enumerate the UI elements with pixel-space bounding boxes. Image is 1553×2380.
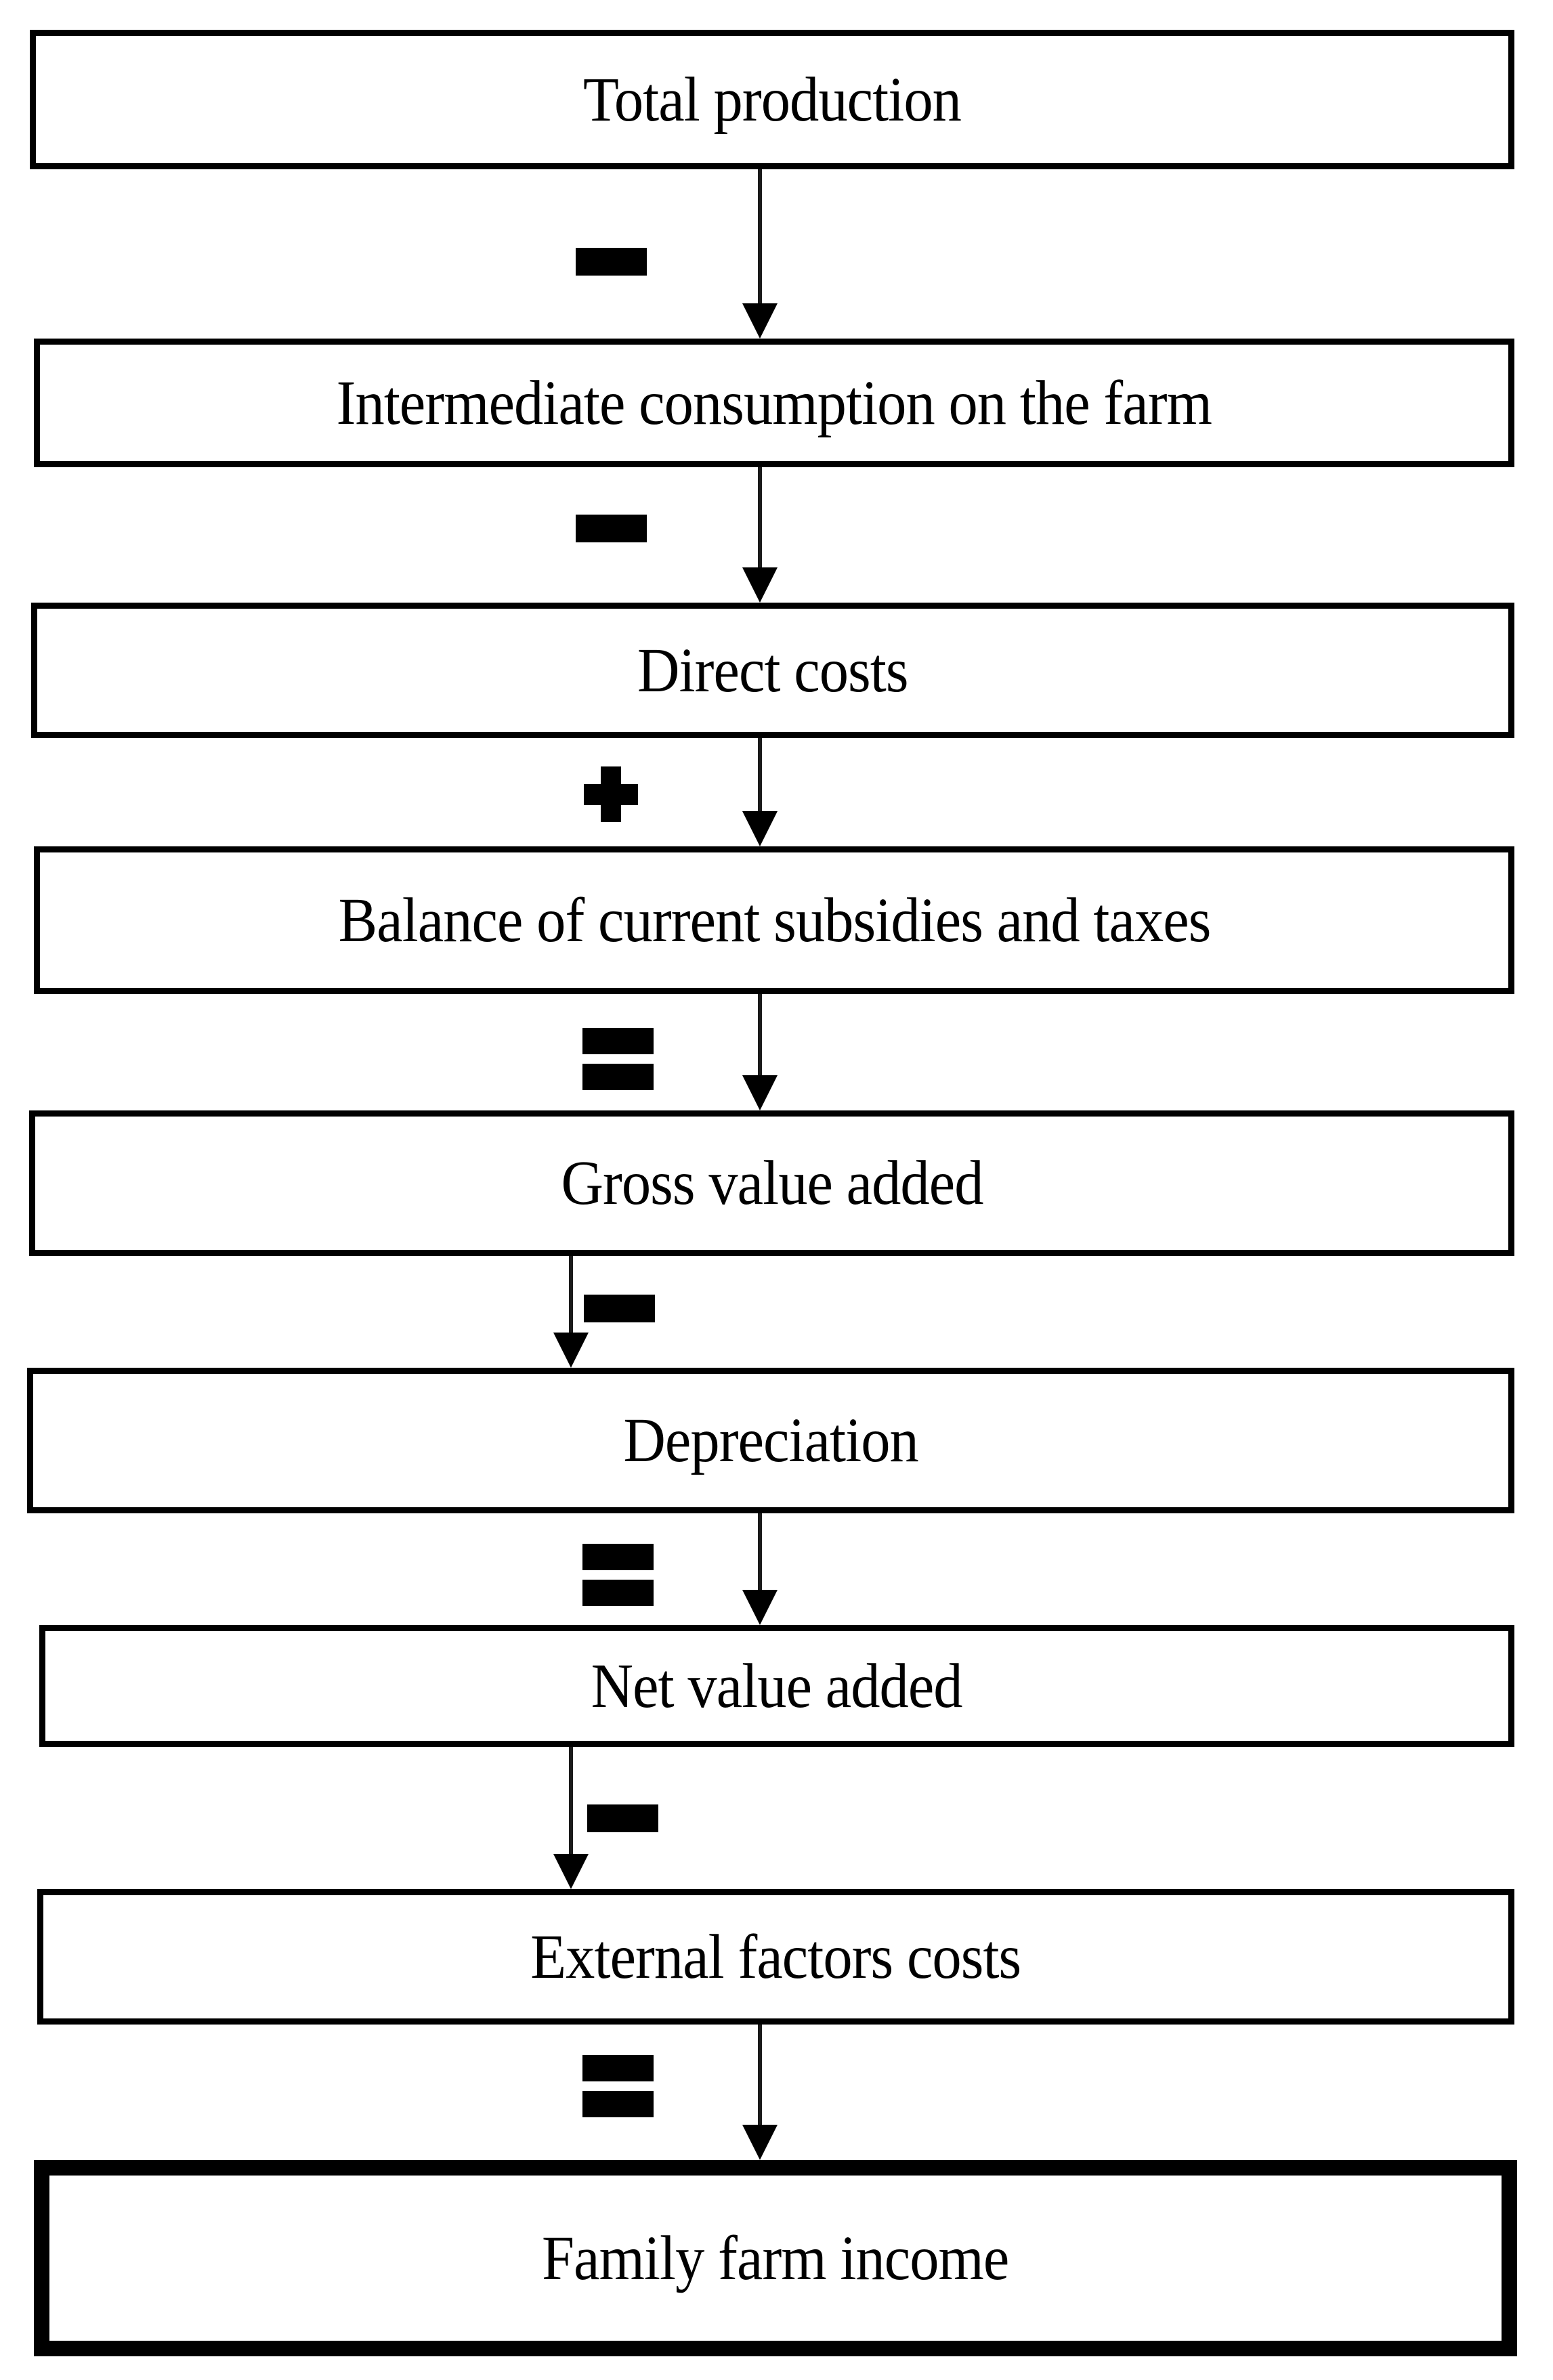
arrow-stem-icon	[758, 2025, 762, 2126]
plus-operator-icon	[584, 766, 638, 822]
flow-node-intermediate-consumption: Intermediate consumption on the farm	[34, 339, 1514, 467]
minus-operator-icon	[587, 1804, 658, 1832]
arrow-stem-icon	[569, 1256, 573, 1334]
flow-node-gross-value-added: Gross value added	[29, 1110, 1514, 1256]
arrow-head-icon	[553, 1854, 589, 1889]
flow-node-balance-subsidies-taxes: Balance of current subsidies and taxes	[34, 846, 1514, 994]
flow-node-label: Net value added	[591, 1651, 963, 1721]
flow-node-label: External factors costs	[530, 1922, 1021, 1992]
arrow-head-icon	[742, 1075, 778, 1110]
flow-node-label: Total production	[583, 64, 962, 135]
flow-node-label: Direct costs	[637, 635, 908, 706]
arrow-head-icon	[742, 2125, 778, 2160]
flow-node-label: Intermediate consumption on the farm	[336, 368, 1212, 438]
arrow-head-icon	[742, 1590, 778, 1625]
arrow-stem-icon	[758, 994, 762, 1077]
flow-node-direct-costs: Direct costs	[31, 603, 1514, 738]
arrow-stem-icon	[758, 169, 762, 305]
flow-node-total-production: Total production	[30, 30, 1514, 169]
flow-node-net-value-added: Net value added	[39, 1625, 1514, 1747]
arrow-stem-icon	[758, 738, 762, 813]
equals-operator-icon	[582, 2055, 654, 2117]
flow-node-depreciation: Depreciation	[27, 1368, 1514, 1513]
minus-operator-icon	[584, 1295, 655, 1322]
arrow-head-icon	[742, 811, 778, 846]
arrow-stem-icon	[758, 467, 762, 569]
flow-node-label: Family farm income	[542, 2223, 1009, 2293]
arrow-head-icon	[742, 567, 778, 603]
arrow-stem-icon	[758, 1513, 762, 1591]
minus-operator-icon	[576, 248, 647, 276]
arrow-head-icon	[742, 303, 778, 339]
flow-node-family-farm-income: Family farm income	[34, 2160, 1517, 2356]
flow-node-external-factors-costs: External factors costs	[37, 1889, 1514, 2025]
flow-node-label: Gross value added	[560, 1148, 983, 1218]
equals-operator-icon	[582, 1028, 654, 1090]
flow-node-label: Balance of current subsidies and taxes	[338, 885, 1211, 955]
arrow-head-icon	[553, 1333, 589, 1368]
flow-node-label: Depreciation	[623, 1406, 918, 1475]
arrow-stem-icon	[569, 1747, 573, 1855]
minus-operator-icon	[576, 515, 647, 542]
equals-operator-icon	[582, 1544, 654, 1606]
